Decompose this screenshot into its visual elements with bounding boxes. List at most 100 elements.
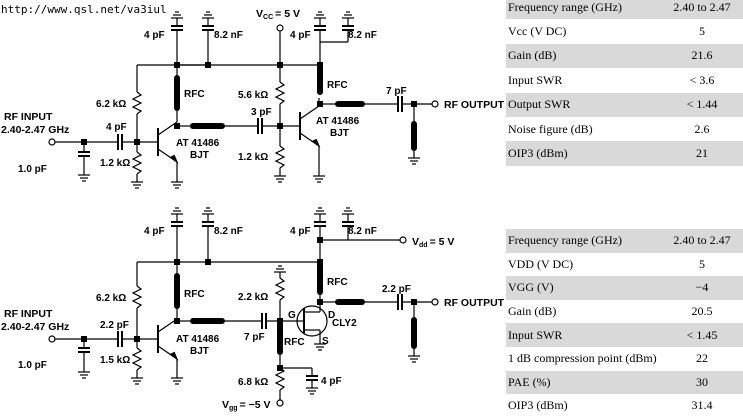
bottom-vgg-label: Vgg= −5 V <box>222 399 271 412</box>
bottom-rfc1: RFC <box>184 289 205 300</box>
bottom-fet-g: G <box>288 310 296 321</box>
bottom-rfc2: RFC <box>327 277 348 288</box>
bottom-spec-table: Frequency range (GHz)2.40 to 2.47 VDD (V… <box>506 229 743 418</box>
bottom-rfc-gate: RFC <box>284 337 305 348</box>
top-r-bias1: 6.2 kΩ <box>96 99 126 110</box>
value: −4 <box>661 276 743 300</box>
value: 31.4 <box>691 398 713 413</box>
value: 2.40 to 2.47 <box>661 0 743 20</box>
top-r-bias2: 1.2 kΩ <box>100 158 130 169</box>
param: OIP3 (dBm) <box>506 141 661 166</box>
param: PAE (%) <box>506 370 661 395</box>
bottom-c-gate: 4 pF <box>321 376 342 387</box>
source-url: http://www.qsl.net/va3iul <box>1 3 167 16</box>
top-bypass2b: 8.2 nF <box>348 30 377 41</box>
table-row: OIP3 (dBm)21 <box>506 141 743 166</box>
top-rf-output-label: RF OUTPUT <box>444 99 505 111</box>
top-q1-type: BJT <box>190 150 209 161</box>
top-c-in-series: 4 pF <box>106 122 127 133</box>
top-bypass2a: 4 pF <box>290 30 311 41</box>
top-freq-label: 2.40-2.47 GHz <box>1 124 69 136</box>
value: 5 <box>699 256 705 271</box>
bottom-fet: CLY2 <box>332 318 357 329</box>
top-rf-input-label: RF INPUT <box>4 111 53 123</box>
param: Input SWR <box>506 323 661 347</box>
value: 21.6 <box>661 43 743 69</box>
param: VDD (V DC) <box>508 256 574 271</box>
table-row: Output SWR< 1.44 <box>506 92 743 117</box>
bottom-q1: AT 41486 <box>176 334 220 345</box>
bottom-freq-label: 2.40-2.47 GHz <box>1 321 69 333</box>
param: Gain (dB) <box>506 43 661 69</box>
param: Gain (dB) <box>508 304 557 319</box>
value: 22 <box>696 351 708 366</box>
param: 1 dB compression point (dBm) <box>508 351 657 366</box>
top-rfc1: RFC <box>184 89 205 100</box>
table-row: OIP3 (dBm) 31.4 <box>506 394 743 418</box>
top-junctions <box>81 62 417 145</box>
value: < 1.44 <box>661 92 743 117</box>
bottom-r-gate1: 2.2 kΩ <box>238 292 268 303</box>
table-row: PAE (%)30 <box>506 370 743 395</box>
param: Frequency range (GHz) <box>506 229 661 253</box>
bottom-rf-input-label: RF INPUT <box>4 308 53 320</box>
bottom-bypass2a: 4 pF <box>290 226 311 237</box>
top-spec-table: Frequency range (GHz)2.40 to 2.47 Vcc (V… <box>506 0 743 166</box>
table-row: 1 dB compression point (dBm) 22 <box>506 347 743 371</box>
value: 20.5 <box>691 304 713 319</box>
table-row: Gain (dB) 20.5 <box>506 300 743 324</box>
param: VGG (V) <box>506 276 661 300</box>
bottom-r-gate2: 6.8 kΩ <box>238 377 268 388</box>
bottom-junctions <box>81 237 417 371</box>
bottom-bypass1a: 4 pF <box>144 226 165 237</box>
bottom-fet-s: S <box>322 336 329 347</box>
table-row: Input SWR< 1.45 <box>506 323 743 347</box>
top-rfc2: RFC <box>327 80 348 91</box>
table-row: Input SWR < 3.6 <box>506 68 743 92</box>
top-c-in-shunt: 1.0 pF <box>18 164 47 175</box>
top-q2: AT 41486 <box>316 116 360 127</box>
bottom-circuit <box>48 207 439 407</box>
bottom-c-out: 2.2 pF <box>382 284 411 295</box>
param: Output SWR <box>506 92 661 117</box>
value: 2.6 <box>694 121 710 136</box>
value: 5 <box>699 24 705 39</box>
param: Input SWR <box>508 72 563 87</box>
value: < 3.6 <box>689 72 715 87</box>
table-row: Frequency range (GHz)2.40 to 2.47 <box>506 229 743 253</box>
bottom-fet-d: D <box>328 310 335 321</box>
bottom-vdd-label: Vdd= 5 V <box>412 236 454 249</box>
bottom-c-in-series: 2.2 pF <box>100 320 129 331</box>
param: Vcc (V DC) <box>508 24 567 39</box>
bottom-r-bias1: 6.2 kΩ <box>96 293 126 304</box>
bottom-r-bias2: 1.5 kΩ <box>100 355 130 366</box>
top-q1: AT 41486 <box>176 138 220 149</box>
top-c-coupling: 3 pF <box>251 107 272 118</box>
bottom-c-in-shunt: 1.0 pF <box>18 360 47 371</box>
table-row: VGG (V)−4 <box>506 276 743 300</box>
bottom-bypass1b: 8.2 nF <box>214 226 243 237</box>
top-r-bias3: 5.6 kΩ <box>238 90 268 101</box>
param: OIP3 (dBm) <box>508 398 568 413</box>
bottom-rf-output-label: RF OUTPUT <box>444 297 505 309</box>
top-bypass1a: 4 pF <box>144 30 165 41</box>
value: 2.40 to 2.47 <box>661 229 743 253</box>
table-row: VDD (V DC) 5 <box>506 253 743 277</box>
bottom-c-coupling: 7 pF <box>244 332 265 343</box>
param: Noise figure (dB) <box>508 121 593 136</box>
top-q2-type: BJT <box>330 128 349 139</box>
table-row: Frequency range (GHz)2.40 to 2.47 <box>506 0 743 20</box>
bottom-bypass2b: 8.2 nF <box>348 226 377 237</box>
bottom-q1-type: BJT <box>190 346 209 357</box>
table-row: Gain (dB)21.6 <box>506 43 743 69</box>
top-c-out: 7 pF <box>386 86 407 97</box>
value: 30 <box>661 370 743 395</box>
table-row: Noise figure (dB) 2.6 <box>506 117 743 141</box>
top-vcc-label: VCC= 5 V <box>256 8 300 21</box>
table-row: Vcc (V DC) 5 <box>506 19 743 43</box>
param: Frequency range (GHz) <box>506 0 661 20</box>
value: < 1.45 <box>661 323 743 347</box>
top-r-bias4: 1.2 kΩ <box>238 152 268 163</box>
value: 21 <box>661 141 743 166</box>
